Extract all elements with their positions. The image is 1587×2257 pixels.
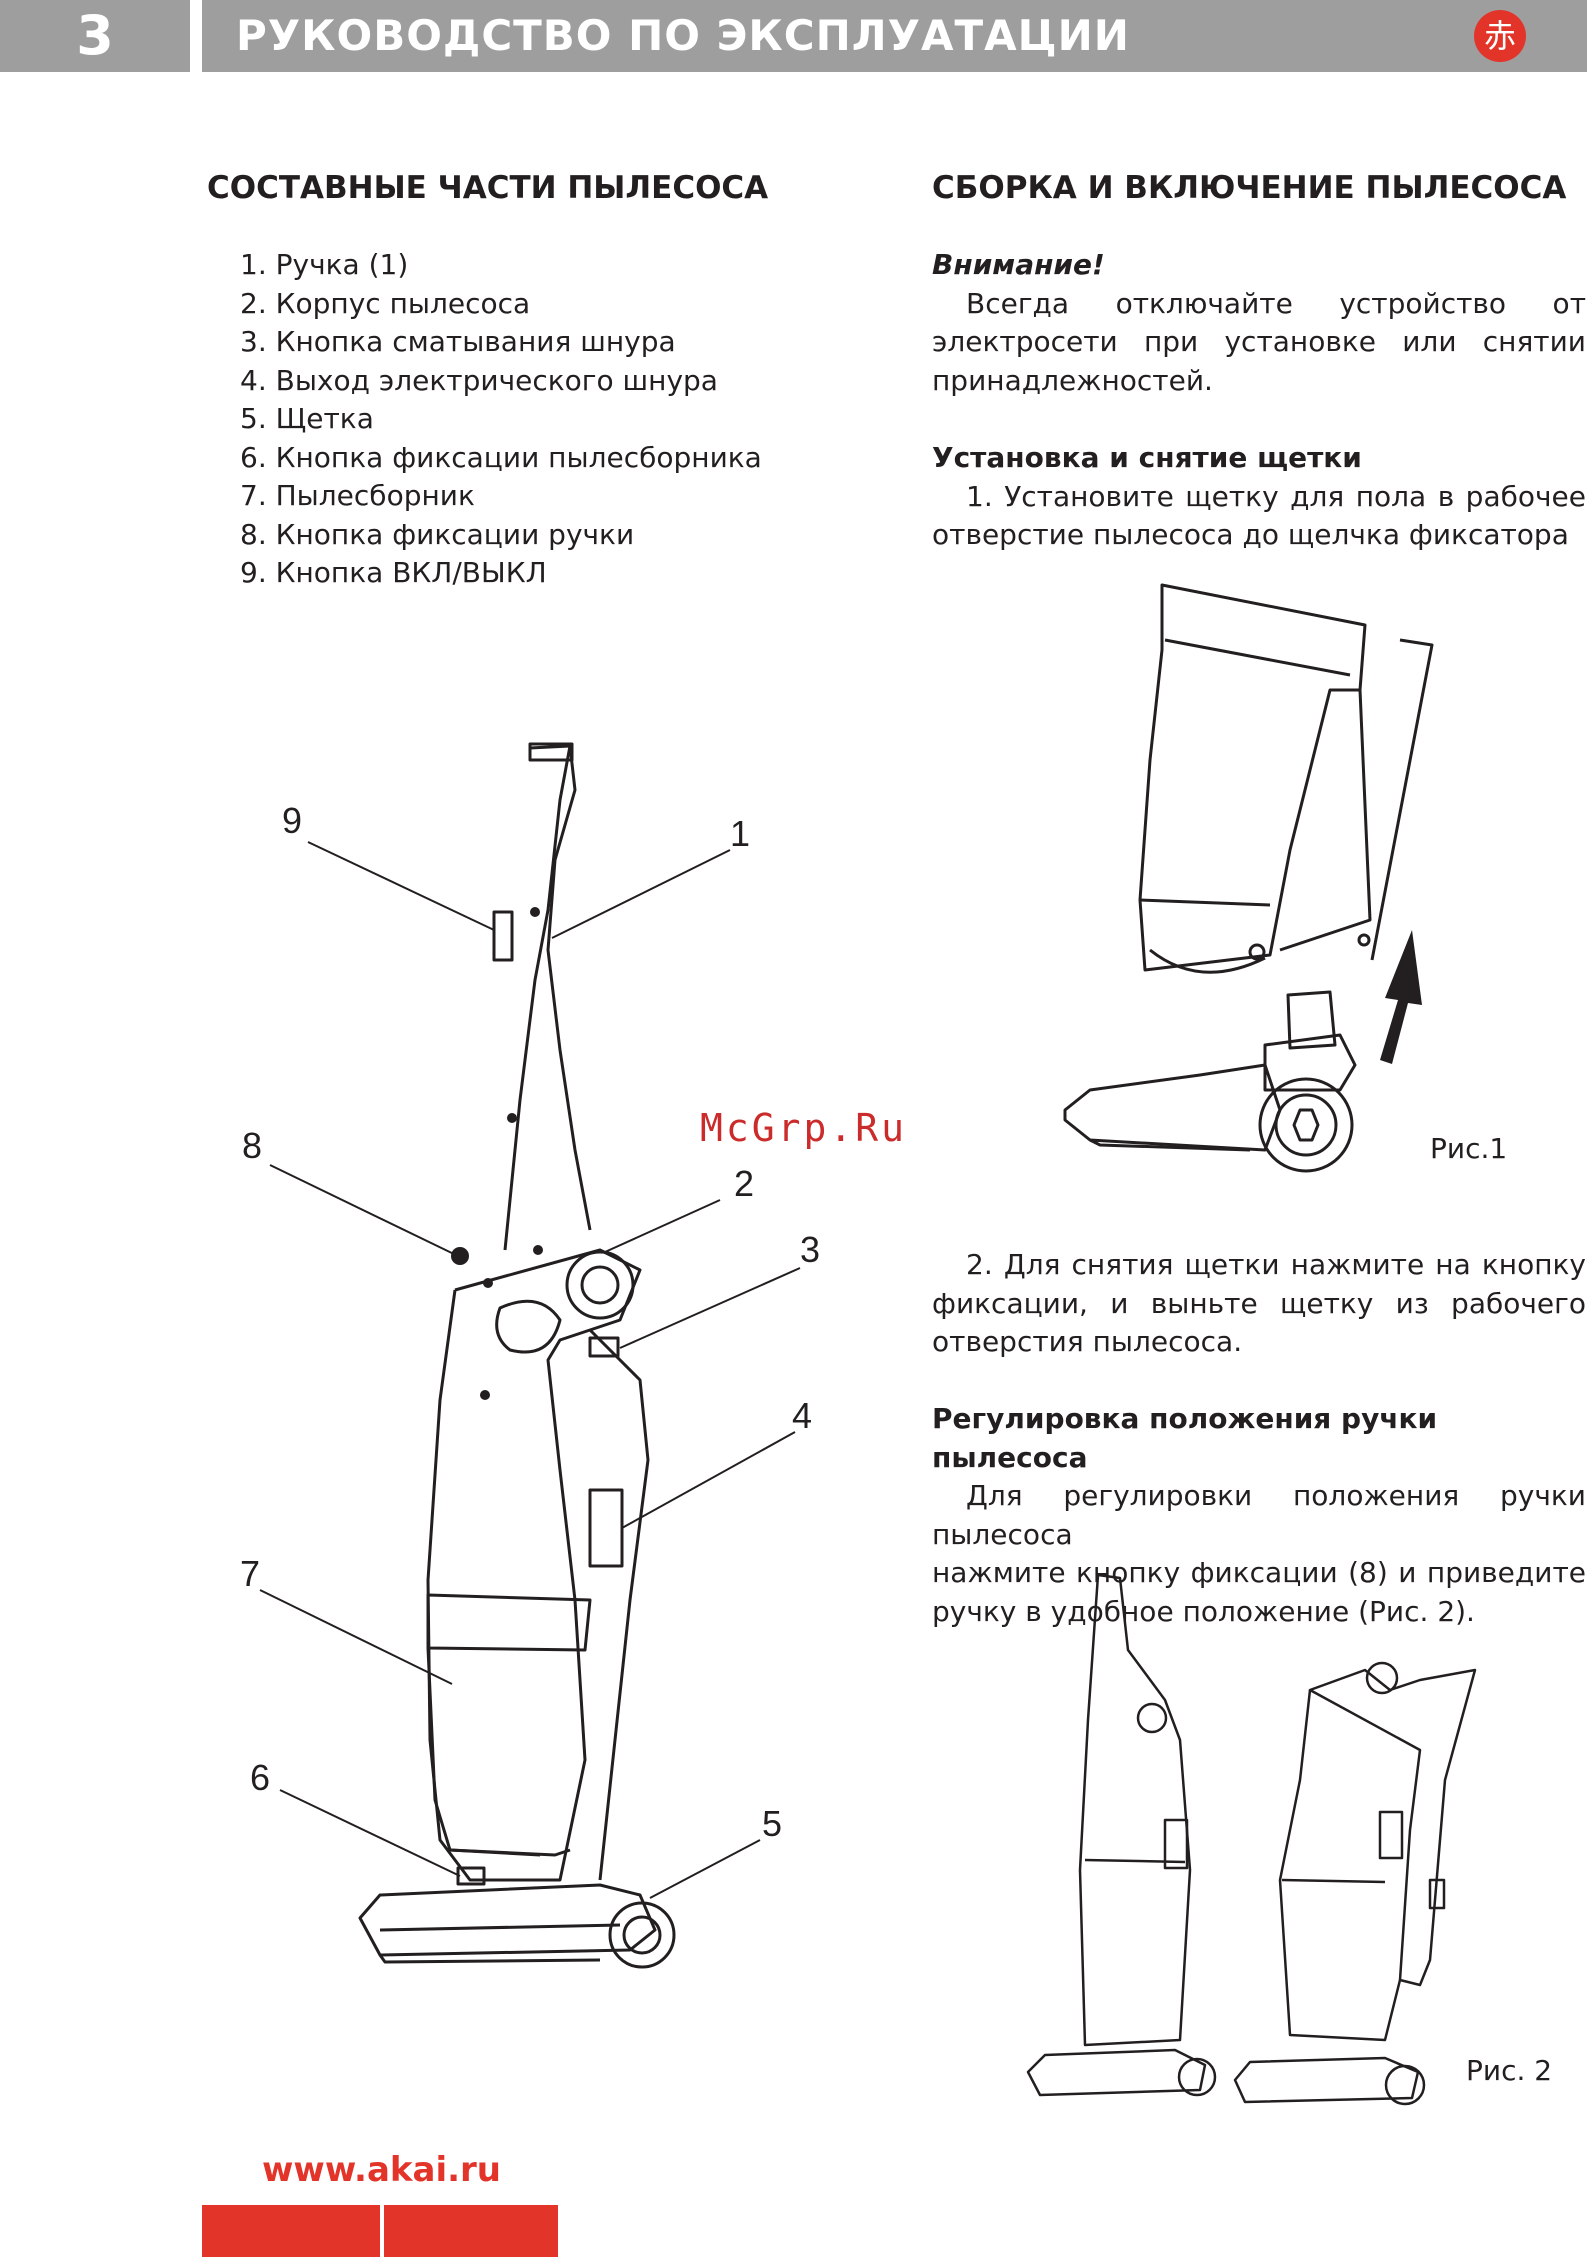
callout-4: 4 <box>792 1395 812 1436</box>
callout-6: 6 <box>250 1757 270 1798</box>
callout-5: 5 <box>762 1803 782 1844</box>
list-item: 9. Кнопка ВКЛ/ВЫКЛ <box>240 556 547 589</box>
step2-line: фиксации, и выньте щетку из рабочего <box>932 1286 1586 1320</box>
warning-text-line: принадлежностей. <box>932 363 1213 397</box>
callout-2: 2 <box>734 1163 754 1204</box>
warning-text-line: Всегда отключайте устройство от <box>966 286 1586 320</box>
callout-9: 9 <box>282 800 302 841</box>
parts-list: 1. Ручка (1) 2. Корпус пылесоса 3. Кнопк… <box>240 246 762 593</box>
footer-url-link[interactable]: www.akai.ru <box>262 2150 502 2190</box>
list-item: 7. Пылесборник <box>240 479 475 512</box>
step2-line: отверстия пылесоса. <box>932 1325 1243 1358</box>
handle-line: Для регулировки положения ручки пылесоса <box>932 1479 1586 1551</box>
footer-bar <box>202 2205 380 2257</box>
list-item: 2. Корпус пылесоса <box>240 286 531 320</box>
page-number: 3 <box>0 0 190 72</box>
callout-7: 7 <box>240 1553 260 1594</box>
figure-1-caption: Рис.1 <box>1430 1132 1508 1165</box>
figure-1-brush-install <box>1063 583 1434 1173</box>
watermark: McGrp.Ru <box>700 1106 908 1150</box>
list-item: 1. Ручка (1) <box>240 248 409 281</box>
callout-3: 3 <box>800 1229 820 1270</box>
footer-bar <box>384 2205 558 2257</box>
brush-heading: Установка и снятие щетки <box>932 441 1362 474</box>
callout-8: 8 <box>242 1125 262 1166</box>
header-bar <box>202 0 1587 72</box>
handle-line: нажмите кнопку фиксации (8) и приведите <box>932 1556 1586 1589</box>
callout-1: 1 <box>730 813 750 854</box>
arrow-up-icon <box>1380 930 1422 1064</box>
handle-heading: Регулировка положения ручки пылесоса <box>932 1402 1438 1474</box>
list-item: 5. Щетка <box>240 402 374 435</box>
akai-logo-icon: 赤 <box>1474 10 1526 62</box>
step2-block: 2. Для снятия щетки нажмите на кнопку фи… <box>932 1246 1586 1362</box>
figure-2-caption: Рис. 2 <box>1466 2054 1553 2087</box>
warning-label: Внимание! <box>932 248 1105 281</box>
warning-text-line: электросети при установке или снятии <box>932 325 1586 358</box>
list-item: 8. Кнопка фиксации ручки <box>240 517 635 551</box>
page-title: РУКОВОДСТВО ПО ЭКСПЛУАТАЦИИ <box>236 11 1130 60</box>
list-item: 6. Кнопка фиксации пылесборника <box>240 440 762 474</box>
handle-block: Регулировка положения ручки пылесоса Для… <box>932 1400 1586 1631</box>
parts-heading: СОСТАВНЫЕ ЧАСТИ ПЫЛЕСОСА <box>207 170 769 206</box>
brush-block: Установка и снятие щетки 1. Установите щ… <box>932 439 1586 555</box>
list-item: 3. Кнопка сматывания шнура <box>240 325 676 358</box>
assembly-heading: СБОРКА И ВКЛЮЧЕНИЕ ПЫЛЕСОСА <box>932 170 1567 206</box>
handle-line: ручку в удобное положение (Рис. 2). <box>932 1594 1475 1628</box>
list-item: 4. Выход электрического шнура <box>240 363 718 397</box>
step1-line: 1. Установите щетку для пола в рабочее <box>966 479 1586 513</box>
warning-block: Внимание! Всегда отключайте устройство о… <box>932 246 1586 400</box>
figure-2-handle-positions <box>1026 1573 1477 2106</box>
step2-line: 2. Для снятия щетки нажмите на кнопку <box>966 1248 1586 1281</box>
step1-line: отверстие пылесоса до щелчка фиксатора <box>932 518 1569 551</box>
